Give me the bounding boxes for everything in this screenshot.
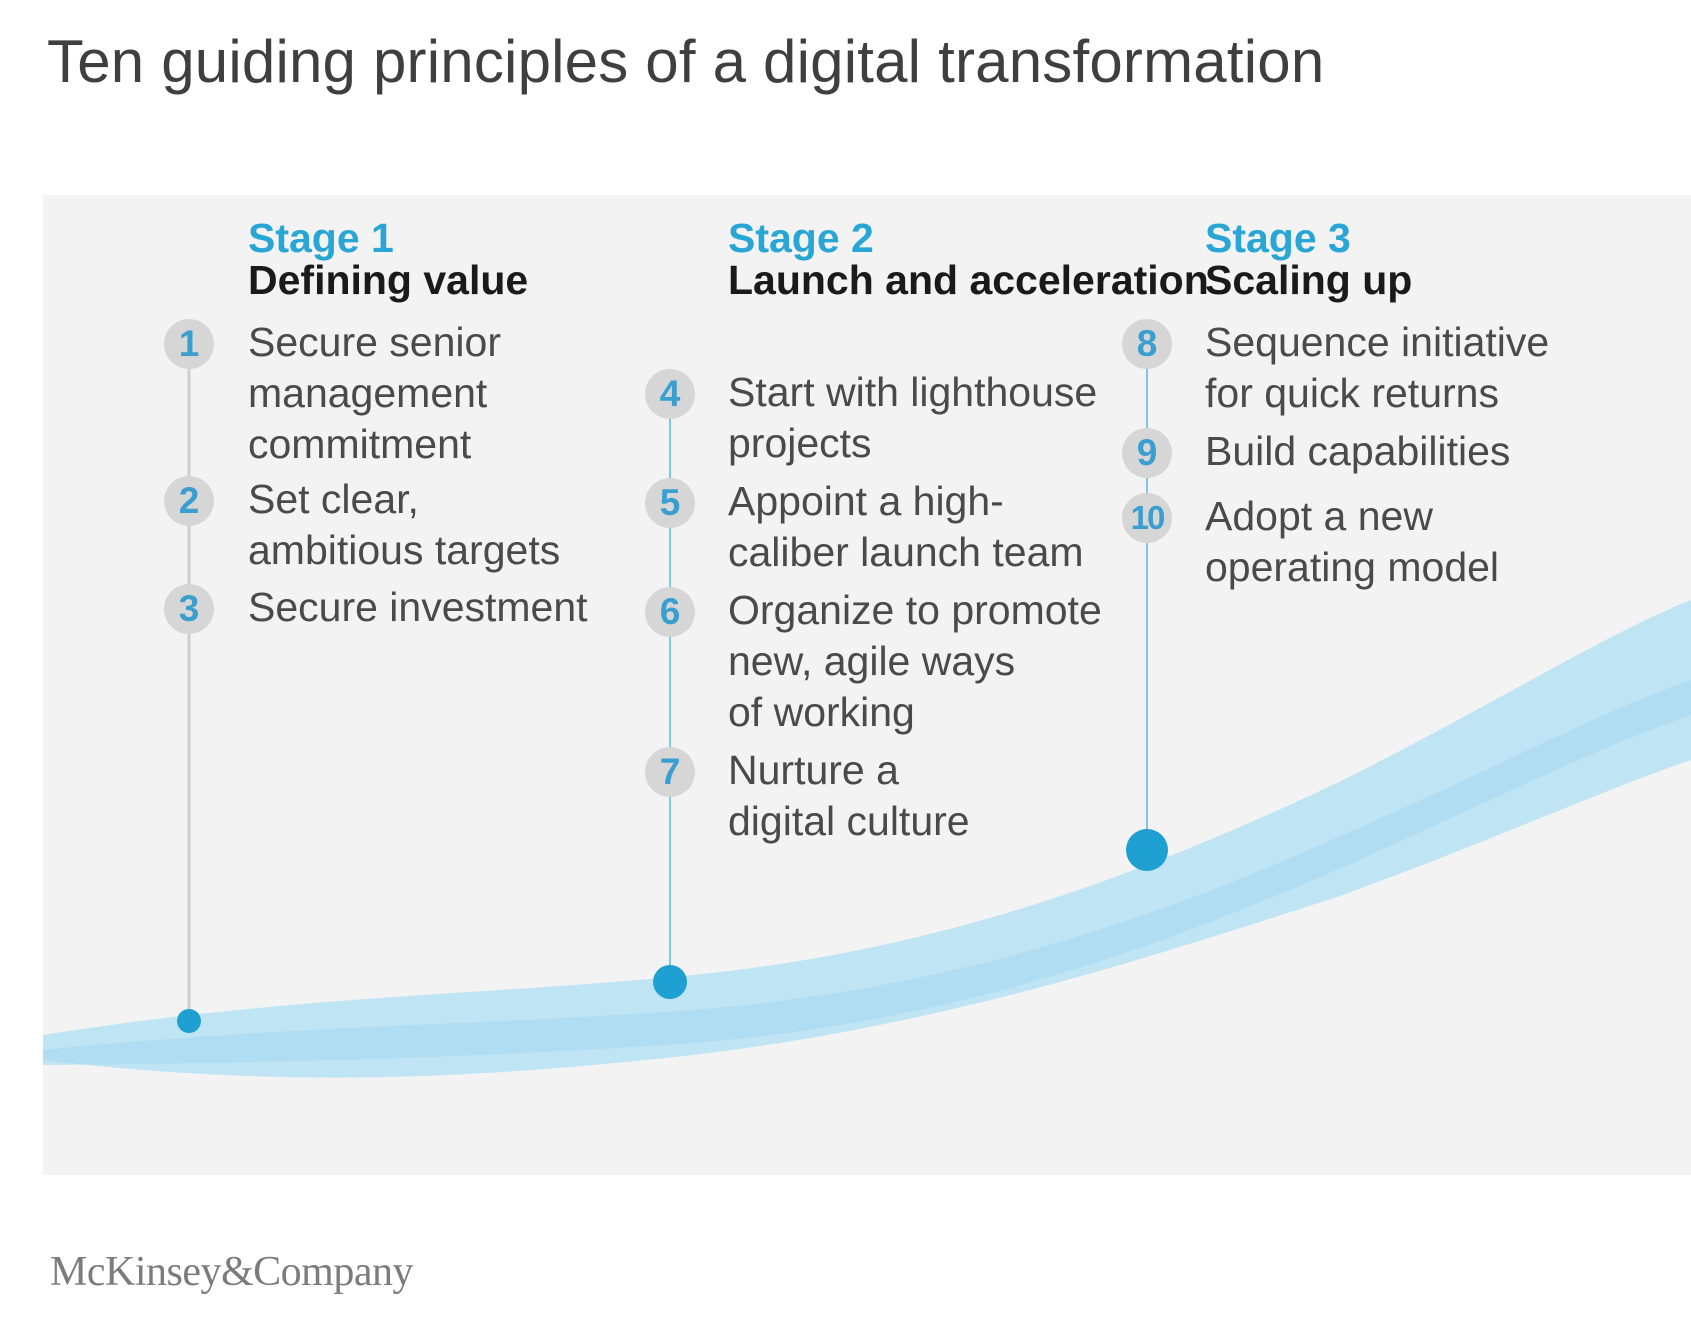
diagram-panel: Stage 1 Defining value 1 Secure senior m… [43,195,1691,1175]
page-title: Ten guiding principles of a digital tran… [47,28,1325,95]
principle-6-text: Organize to promote new, agile ways of w… [728,587,1102,735]
stage-3-label: Stage 3 [1205,215,1351,261]
stage-3-name: Scaling up [1205,257,1413,303]
principle-3-badge: 3 [164,584,214,634]
principle-2-text: Set clear, ambitious targets [248,476,561,573]
principle-7-text: Nurture a digital culture [728,747,970,844]
brand-logo: McKinsey&Company [50,1249,413,1295]
diagram-graphics [43,345,1691,1078]
stage-2-node [653,965,687,999]
principle-8-text: Sequence initiative for quick returns [1205,319,1550,416]
stage-3-node [1126,829,1168,871]
stage-2-name: Launch and acceleration [728,257,1209,303]
principle-2-badge: 2 [164,476,214,526]
principle-9-text: Build capabilities [1205,428,1511,474]
stage-1-label: Stage 1 [248,215,394,261]
principle-7-badge: 7 [645,747,695,797]
principle-4-text: Start with lighthouse projects [728,369,1098,466]
principle-9-badge: 9 [1122,428,1172,478]
principle-10-badge: 10 [1122,493,1172,543]
principle-1-badge: 1 [164,319,214,369]
principle-5-badge: 5 [645,478,695,528]
stage-1-node [177,1009,201,1033]
principle-5-text: Appoint a high- caliber launch team [728,478,1084,575]
stage-1-name: Defining value [248,257,529,303]
stage-2-label: Stage 2 [728,215,874,261]
growth-curve-core [43,680,1691,1065]
principle-10-text: Adopt a new operating model [1205,493,1500,590]
principle-1-text: Secure senior management commitment [248,319,501,467]
principle-3-text: Secure investment [248,584,588,630]
principle-6-badge: 6 [645,587,695,637]
principle-8-badge: 8 [1122,319,1172,369]
principle-4-badge: 4 [645,369,695,419]
